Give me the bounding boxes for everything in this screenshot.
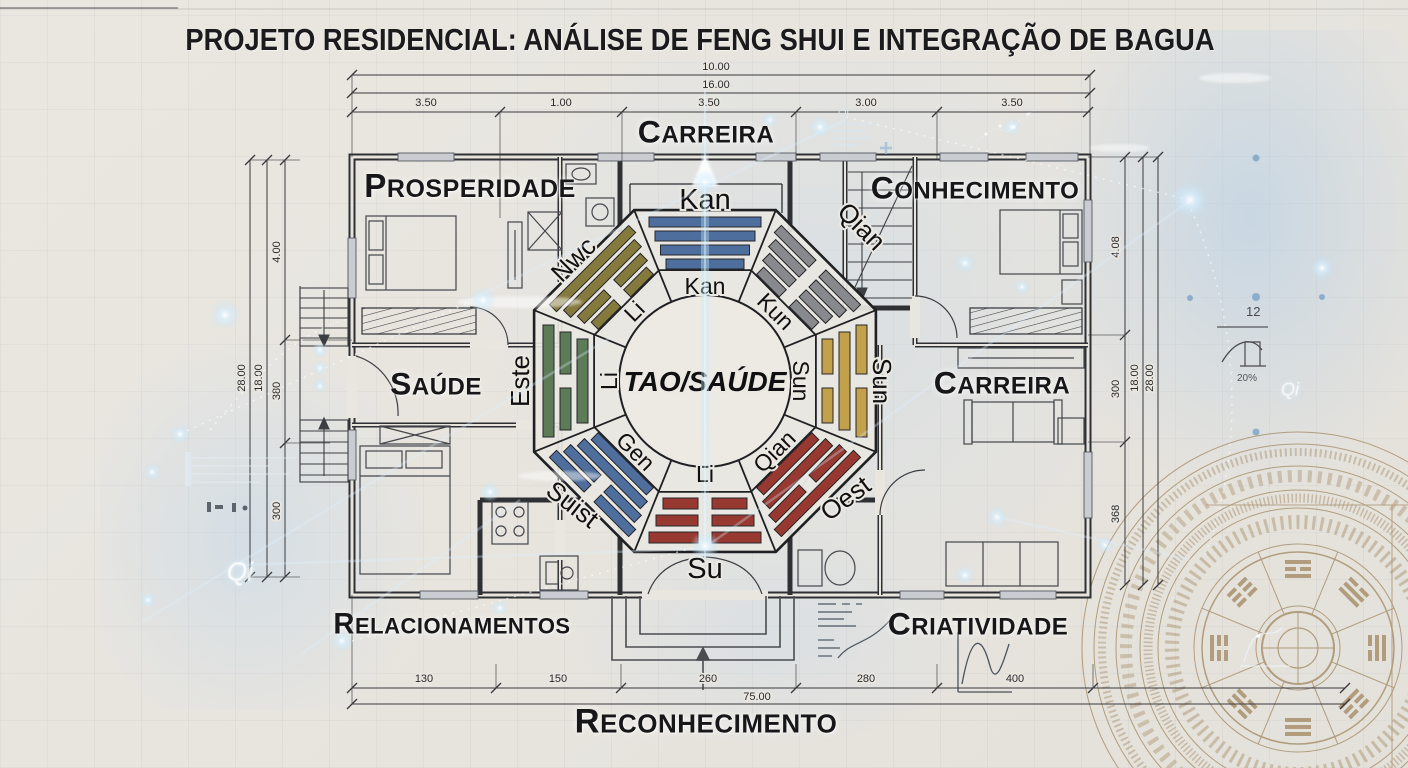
area-label-top-carreira: CARREIRA bbox=[637, 113, 775, 150]
trigram-top-right bbox=[755, 224, 862, 331]
area-label-prosperidade: PROSPERIDADE bbox=[364, 168, 576, 205]
luopan-compass bbox=[1081, 431, 1408, 768]
bagua-spokes bbox=[533, 209, 877, 553]
dim-bottom-seg-2: 260 bbox=[699, 673, 717, 685]
icons-row-glyph bbox=[207, 502, 248, 512]
dim-right-total-1: 28.00 bbox=[1144, 364, 1156, 392]
dim-left-seg-0: 4.00 bbox=[271, 241, 283, 262]
area-label-right-carreira: CARREIRA bbox=[933, 364, 1071, 401]
dim-top-overall-1: 10.00 bbox=[702, 61, 730, 73]
dim-right-seg-1: 300 bbox=[1110, 380, 1122, 398]
bagua-outer-right: Sun bbox=[867, 358, 897, 404]
dimension-texts: 10.00 16.00 3.50 1.00 3.50 3.00 3.50 130… bbox=[234, 59, 1158, 705]
bottom-dim-ticks bbox=[346, 682, 1351, 710]
bagua-trigrams bbox=[542, 216, 868, 544]
qi-annotation-left: Qi bbox=[227, 556, 253, 587]
floorplan bbox=[299, 152, 1093, 690]
right-extension-lines bbox=[1088, 156, 1158, 443]
dim-bottom-seg-3: 280 bbox=[857, 673, 875, 685]
compass-trigram-ring bbox=[1210, 560, 1386, 736]
area-label-relacionamentos: RELACIONAMENTOS bbox=[333, 608, 571, 641]
dimension-lines bbox=[244, 69, 1351, 710]
bagua-outer-left: Este bbox=[505, 355, 535, 407]
dim-right-total-0: 18.00 bbox=[1129, 364, 1141, 392]
top-margin-rule bbox=[0, 7, 1408, 10]
note-20pct-text: 20% bbox=[1237, 373, 1257, 384]
trigram-left bbox=[542, 324, 589, 438]
bottom-extension-lines bbox=[351, 595, 1094, 704]
dim-top-seg-4: 3.50 bbox=[1001, 97, 1022, 109]
trigram-top-left bbox=[548, 224, 655, 331]
top-extension-lines bbox=[351, 75, 1091, 218]
energy-beams bbox=[141, 118, 1191, 657]
area-label-reconhecimento: RECONHECIMENTO bbox=[574, 702, 838, 741]
qi-card-text: Qi bbox=[838, 107, 849, 119]
bagua-inner-labels: Kan Kun Sun Qian Li Gen Li Li bbox=[594, 271, 816, 489]
glow-nodes bbox=[140, 112, 1334, 652]
mini-curve-chart bbox=[957, 632, 1012, 693]
bagua-inner-right: Sun bbox=[788, 361, 814, 402]
plus-icon bbox=[880, 142, 892, 154]
trigram-bottom bbox=[648, 497, 762, 544]
dashed-qi-paths bbox=[179, 116, 1233, 642]
balcony-stairs-left bbox=[299, 286, 349, 483]
note-12-text: 12 bbox=[1246, 304, 1260, 319]
entry-steps bbox=[611, 596, 795, 690]
bagua-inner-left: Li bbox=[596, 372, 622, 390]
dim-right-seg-0: 4.08 bbox=[1110, 236, 1122, 257]
trigram-bottom-right bbox=[755, 431, 862, 538]
trigram-bottom-left bbox=[548, 431, 655, 538]
page-title: PROJETO RESIDENCIAL: ANÁLISE DE FENG SHU… bbox=[185, 22, 1215, 57]
qi-data-card: Qi bbox=[832, 107, 892, 154]
dim-bottom-overall: 75.00 bbox=[743, 691, 771, 703]
mini-chart-bottom-mid bbox=[818, 603, 893, 659]
dim-top-seg-1: 1.00 bbox=[550, 97, 571, 109]
dim-left-seg-2: 300 bbox=[271, 502, 283, 520]
qi-annotation-right: Qi bbox=[1281, 379, 1299, 400]
area-label-criatividade: CRIATIVIDADE bbox=[887, 605, 1069, 642]
stairs-top bbox=[847, 165, 913, 303]
energy-overlay: Qi 12 20% bbox=[140, 73, 1334, 693]
area-label-saude: SAÚDE bbox=[390, 365, 482, 402]
dim-bottom-seg-4: 400 bbox=[1006, 673, 1024, 685]
note-12-sketch: 12 20% bbox=[1217, 304, 1268, 384]
dim-bottom-seg-0: 130 bbox=[415, 673, 433, 685]
grid-dots bbox=[1187, 154, 1325, 436]
scatter-glyph bbox=[977, 109, 1036, 141]
trigram-right bbox=[821, 324, 868, 438]
dim-top-seg-0: 3.50 bbox=[415, 97, 436, 109]
dim-right-seg-2: 368 bbox=[1110, 505, 1122, 523]
furniture bbox=[359, 163, 1085, 591]
dim-left-total-1: 28.00 bbox=[236, 364, 248, 392]
left-extension-lines bbox=[250, 159, 352, 578]
dim-bottom-seg-1: 150 bbox=[549, 673, 567, 685]
windows bbox=[347, 152, 1093, 600]
white-curve-chart bbox=[1240, 627, 1290, 667]
dim-top-seg-3: 3.00 bbox=[855, 97, 876, 109]
dim-left-total-0: 18.00 bbox=[253, 364, 265, 392]
area-label-conhecimento: CONHECIMENTO bbox=[870, 169, 1080, 206]
table-glyph-left bbox=[185, 452, 295, 486]
dim-left-seg-1: 380 bbox=[271, 382, 283, 400]
